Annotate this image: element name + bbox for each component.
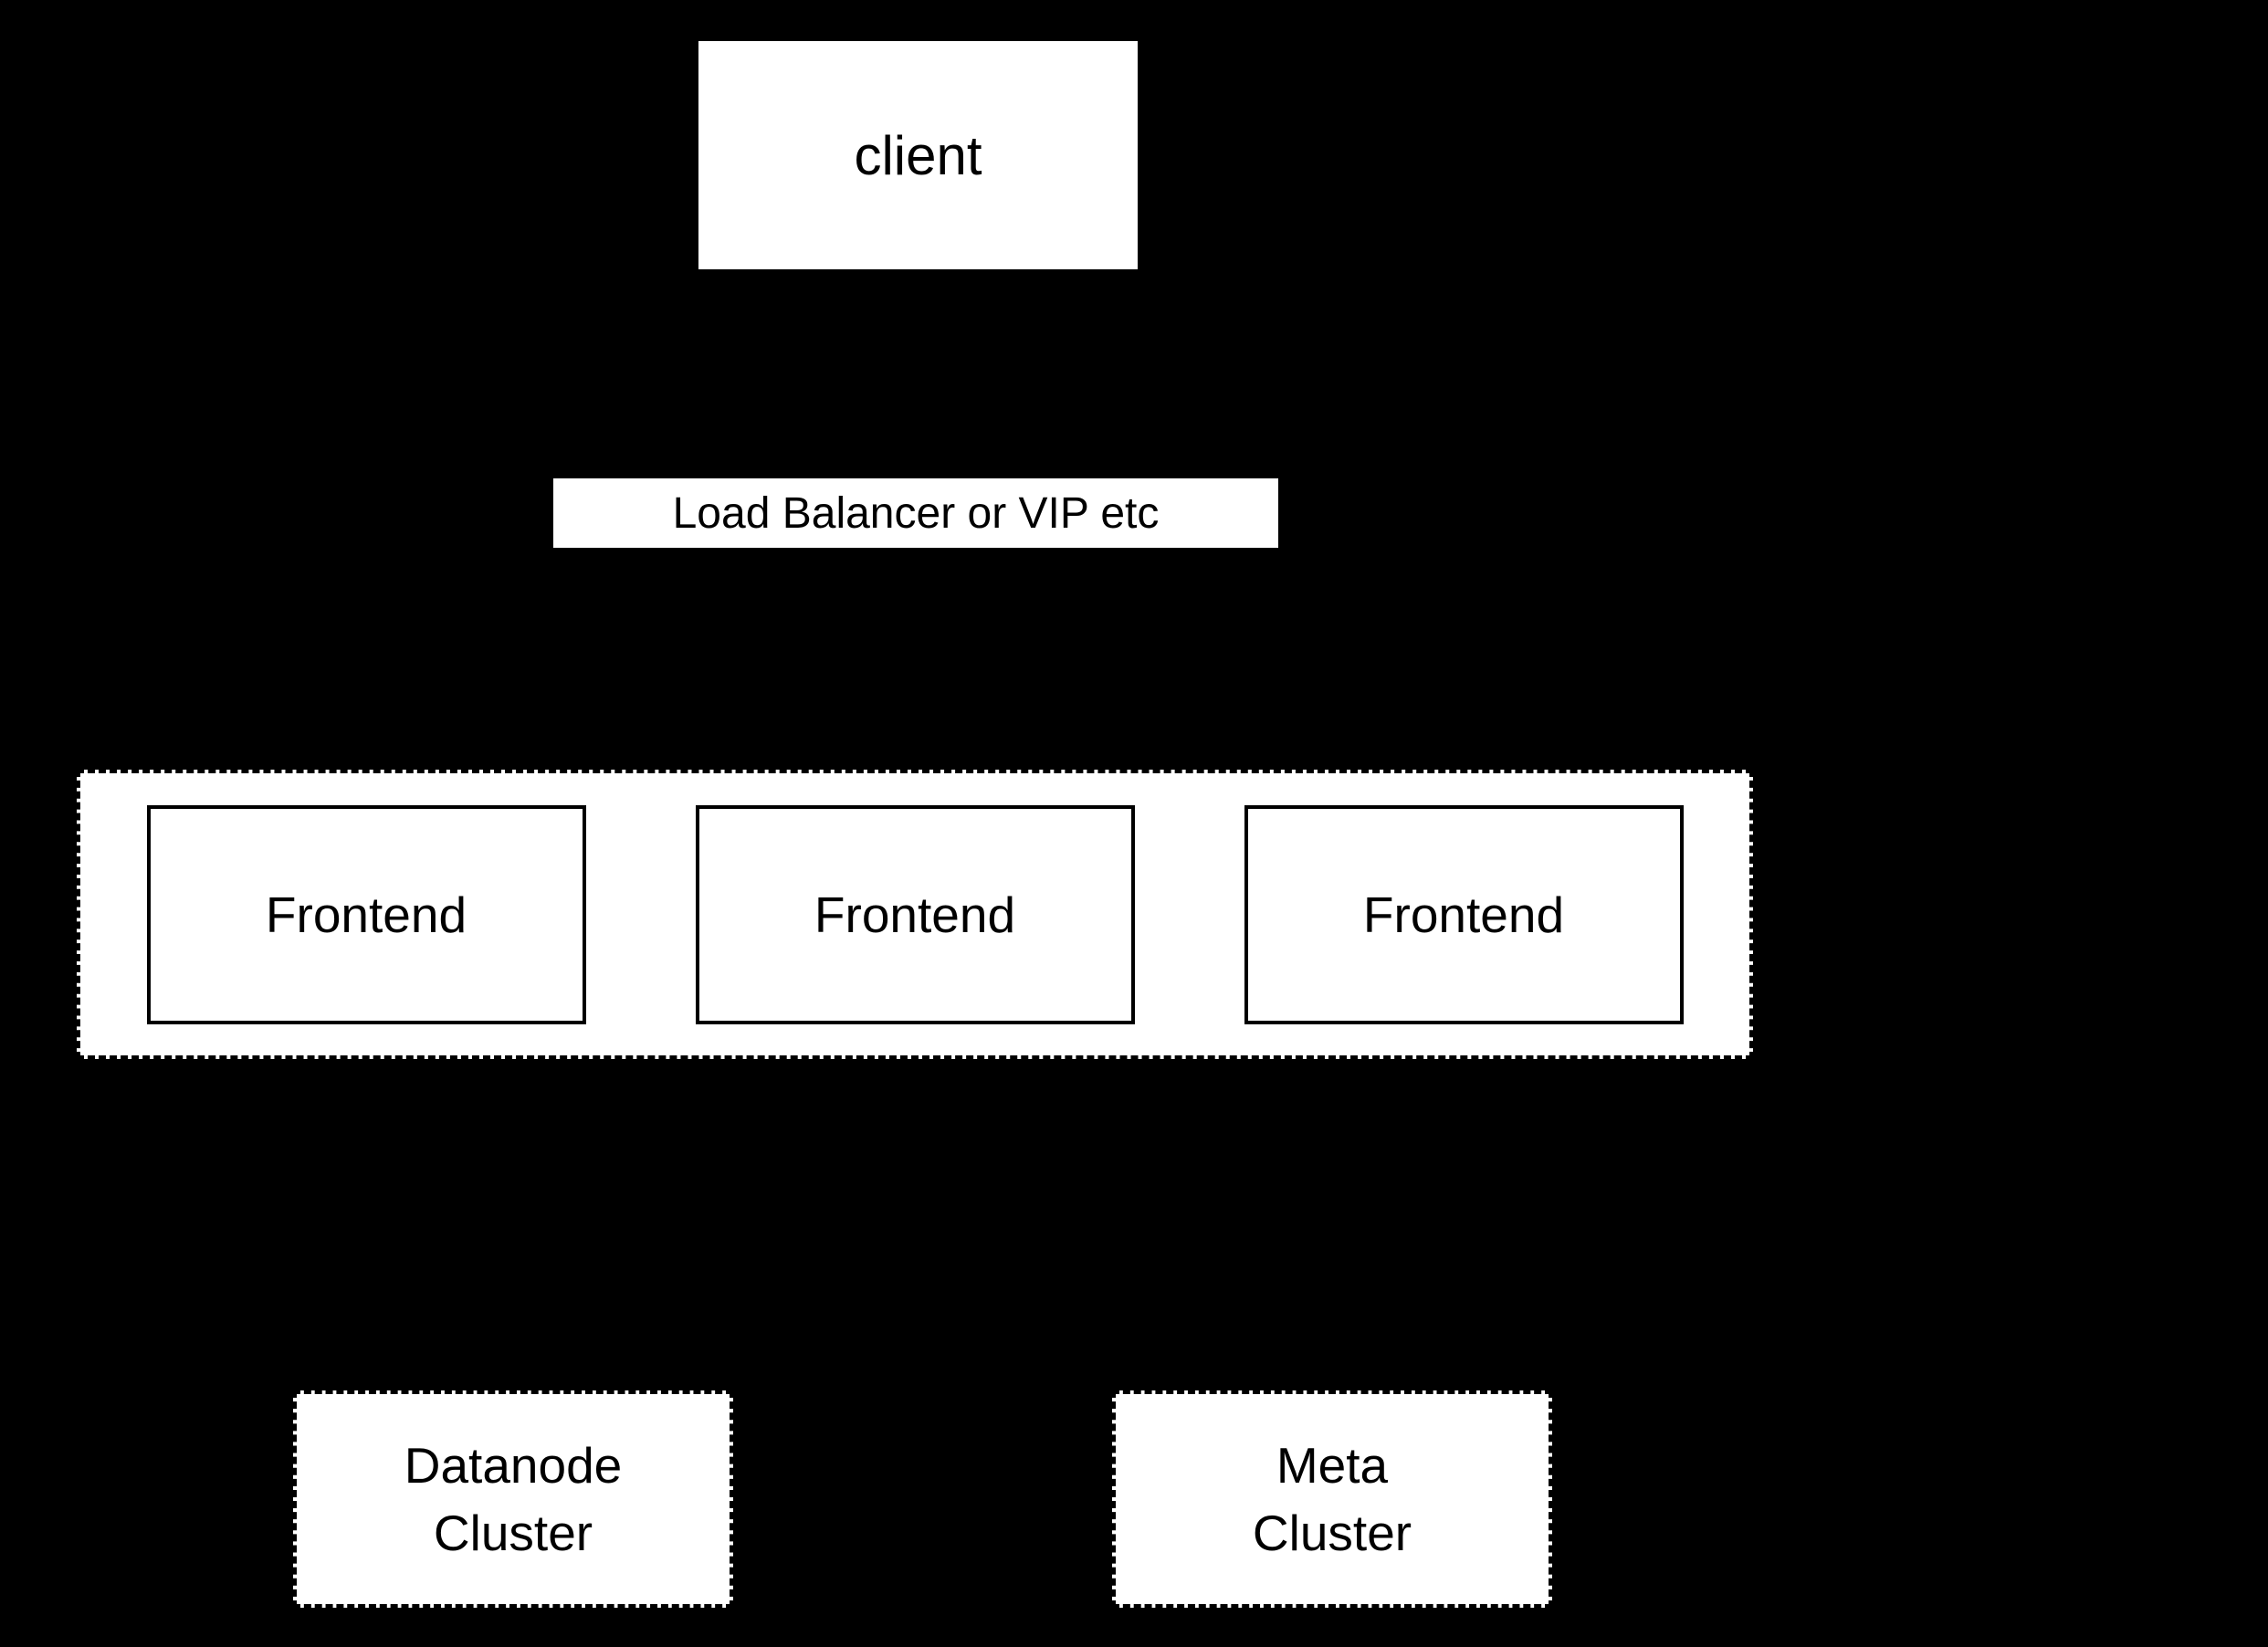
frontend-node-3: Frontend: [1244, 804, 1684, 1024]
frontend-cluster-group: Frontend Frontend Frontend: [77, 770, 1753, 1059]
meta-cluster-label-line-2: Cluster: [1252, 1505, 1412, 1561]
datanode-cluster-node: Datanode Cluster: [293, 1390, 733, 1608]
frontend-node-2: Frontend: [695, 804, 1135, 1024]
datanode-cluster-label-line-2: Cluster: [433, 1505, 593, 1561]
meta-cluster-node: Meta Cluster: [1112, 1390, 1552, 1608]
load-balancer-node-label: Load Balancer or VIP etc: [672, 488, 1160, 538]
datanode-cluster-label-line-1: Datanode: [404, 1436, 623, 1494]
frontend-node-1: Frontend: [146, 804, 586, 1024]
frontend-node-1-label: Frontend: [265, 886, 467, 943]
frontend-node-2-label: Frontend: [814, 886, 1016, 943]
client-node-label: client: [854, 124, 982, 186]
meta-cluster-label-line-1: Meta: [1276, 1436, 1389, 1494]
load-balancer-node: Load Balancer or VIP etc: [553, 478, 1278, 548]
client-node: client: [698, 41, 1138, 269]
frontend-node-3-label: Frontend: [1362, 886, 1565, 943]
